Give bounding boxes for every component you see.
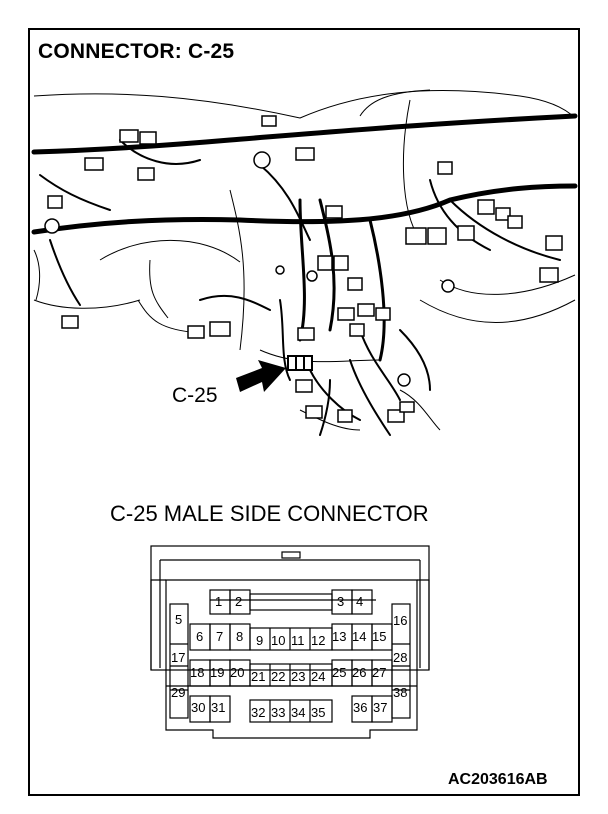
pin-label: 37	[373, 700, 387, 715]
pin-label: 6	[196, 629, 203, 644]
pin-label: 31	[211, 700, 225, 715]
pin-label: 34	[291, 705, 305, 720]
reference-code: AC203616AB	[448, 771, 548, 788]
pin-label: 3	[337, 594, 344, 609]
pin-label: 9	[256, 633, 263, 648]
pin-label: 1	[215, 594, 222, 609]
pin-label: 14	[352, 629, 366, 644]
harness-connectors	[44, 115, 563, 423]
dashboard-outline	[33, 89, 576, 431]
pin-label: 32	[251, 705, 265, 720]
pin-label: 28	[393, 650, 407, 665]
pin-labels: 1 2 3 4 5 6 7 8 9 10 11 12 13 14 15 16 1…	[171, 594, 407, 720]
pin-label: 22	[271, 669, 285, 684]
pin-label: 25	[332, 665, 346, 680]
pin-label: 5	[175, 612, 182, 627]
pin-label: 33	[271, 705, 285, 720]
callout-arrow	[236, 360, 286, 392]
c25-connector-location	[287, 355, 313, 371]
connector-callout-label: C-25	[172, 384, 218, 407]
pin-label: 38	[393, 685, 407, 700]
pin-label: 13	[332, 629, 346, 644]
pin-label: 16	[393, 613, 407, 628]
connector-face	[150, 545, 430, 739]
pin-label: 29	[171, 685, 185, 700]
pin-label: 30	[191, 700, 205, 715]
pin-label: 8	[236, 629, 243, 644]
pin-label: 4	[356, 594, 363, 609]
pin-label: 11	[291, 633, 305, 648]
pin-label: 27	[372, 665, 386, 680]
pin-label: 21	[251, 669, 265, 684]
pin-label: 2	[235, 594, 242, 609]
pin-label: 15	[372, 629, 386, 644]
pin-label: 24	[311, 669, 325, 684]
pin-label: 35	[311, 705, 325, 720]
pin-label: 23	[291, 669, 305, 684]
pin-label: 18	[190, 665, 204, 680]
pin-label: 10	[271, 633, 285, 648]
pin-label: 17	[171, 650, 185, 665]
pin-label: 20	[230, 665, 244, 680]
page-title: CONNECTOR: C-25	[38, 40, 235, 63]
diagram-frame	[28, 28, 580, 796]
pin-label: 7	[216, 629, 223, 644]
pin-label: 36	[353, 700, 367, 715]
main-harness	[31, 113, 578, 436]
connector-view-title: C-25 MALE SIDE CONNECTOR	[110, 501, 429, 526]
pin-label: 12	[311, 633, 325, 648]
pin-label: 19	[210, 665, 224, 680]
pin-label: 26	[352, 665, 366, 680]
